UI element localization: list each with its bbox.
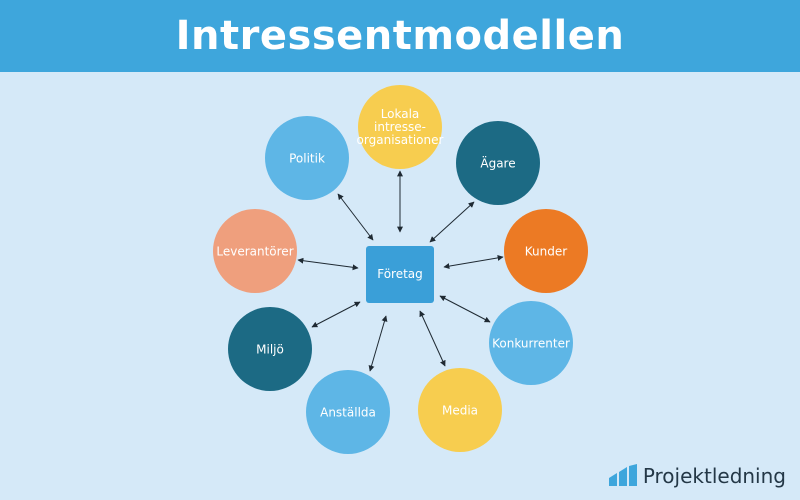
- stakeholder-node-leverantorer: Leverantörer: [213, 209, 297, 293]
- stakeholder-node-anstallda: Anställda: [306, 370, 390, 454]
- arrow-kunder: [443, 254, 504, 270]
- brand-name: Projektledning: [642, 464, 786, 488]
- stakeholder-label-miljo: Miljö: [256, 342, 284, 356]
- arrow-anstallda: [368, 315, 388, 372]
- arrow-miljo: [311, 301, 361, 328]
- stakeholder-circle-anstallda: [306, 370, 390, 454]
- stakeholder-label-politik: Politik: [289, 151, 325, 165]
- connector-arrows: [297, 170, 504, 372]
- stakeholder-node-politik: Politik: [265, 116, 349, 200]
- brand-logo: Projektledning: [608, 464, 786, 488]
- stakeholder-node-agare: Ägare: [456, 121, 540, 205]
- stakeholder-label-kunder: Kunder: [525, 244, 567, 258]
- arrow-media: [419, 310, 446, 367]
- stakeholder-circle-agare: [456, 121, 540, 205]
- stakeholder-node-media: Media: [418, 368, 502, 452]
- stakeholder-circle-leverantorer: [213, 209, 297, 293]
- arrow-agare: [429, 201, 475, 243]
- stakeholder-node-miljo: Miljö: [228, 307, 312, 391]
- stakeholder-label-lokala: intresse-: [374, 120, 426, 134]
- stakeholder-circle-politik: [265, 116, 349, 200]
- arrow-politik: [337, 193, 374, 241]
- stakeholder-circle-miljo: [228, 307, 312, 391]
- stakeholder-label-lokala: organisationer: [357, 133, 444, 147]
- stakeholder-circle-lokala: [358, 85, 442, 169]
- stakeholder-circle-konkurrenter: [489, 301, 573, 385]
- stakeholder-node-konkurrenter: Konkurrenter: [489, 301, 573, 385]
- stakeholder-circle-kunder: [504, 209, 588, 293]
- stakeholder-node-kunder: Kunder: [504, 209, 588, 293]
- stakeholder-label-agare: Ägare: [480, 155, 515, 170]
- stakeholder-label-anstallda: Anställda: [320, 405, 376, 419]
- stakeholder-circle-media: [418, 368, 502, 452]
- diagram-title: Intressentmodellen: [175, 13, 625, 59]
- arrow-leverantorer: [297, 257, 359, 271]
- stakeholder-label-media: Media: [442, 403, 478, 417]
- company-box: [366, 246, 434, 303]
- stakeholder-label-leverantorer: Leverantörer: [216, 244, 293, 258]
- stakeholder-nodes: Lokalaintresse-organisationerÄgareKunder…: [213, 85, 588, 454]
- company-label: Företag: [377, 267, 423, 281]
- header-banner: Intressentmodellen: [0, 0, 800, 72]
- center-node: Företag: [366, 246, 434, 303]
- stakeholder-label-lokala: Lokala: [381, 107, 420, 121]
- bar-chart-icon: [608, 464, 637, 486]
- stakeholder-label-konkurrenter: Konkurrenter: [492, 336, 570, 350]
- arrow-konkurrenter: [439, 295, 491, 323]
